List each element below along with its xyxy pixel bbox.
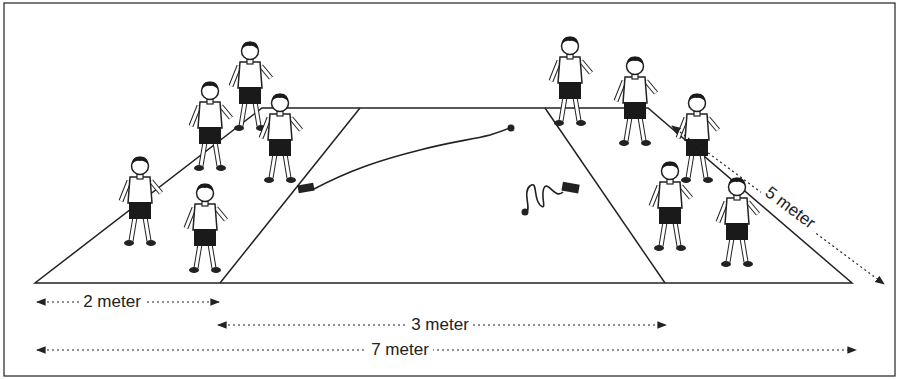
dimension-label: 3 meter xyxy=(407,316,473,335)
dimension-label: 7 meter xyxy=(367,341,433,360)
dimension-label: 2 meter xyxy=(79,293,145,312)
dimension-label: 5 meter xyxy=(758,181,822,235)
